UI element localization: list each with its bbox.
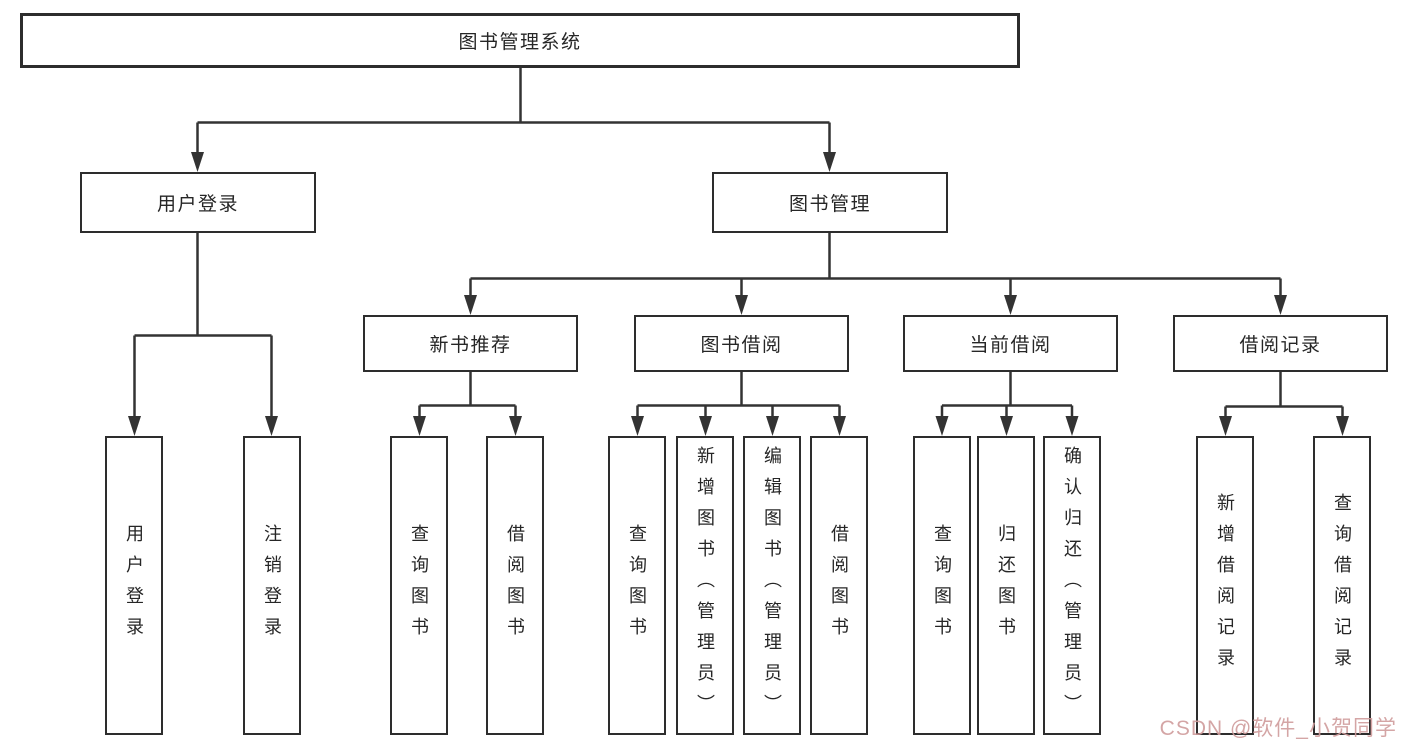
node-leaf-query-books: 查询图书 [913, 436, 971, 735]
node-leaf-query-borrow-record: 查询借阅记录 [1313, 436, 1371, 735]
node-leaf-user-login: 用户登录 [105, 436, 163, 735]
node-l3-borrow-records: 借阅记录 [1173, 315, 1388, 372]
node-label: 查询图书 [627, 523, 647, 648]
node-l2-user-login: 用户登录 [80, 172, 316, 233]
watermark: CSDN @软件_小贺同学 [1159, 717, 1397, 740]
node-leaf-confirm-return-admin: 确认归还（管理员） [1043, 436, 1101, 735]
node-leaf-add-borrow-record: 新增借阅记录 [1196, 436, 1254, 735]
node-l2-book-management: 图书管理 [712, 172, 948, 233]
node-label: 借阅记录 [1239, 335, 1322, 356]
node-l3-book-borrow: 图书借阅 [634, 315, 849, 372]
node-label: 确认归还（管理员） [1062, 446, 1082, 725]
node-label: 查询图书 [409, 523, 429, 648]
node-label: 注销登录 [262, 523, 282, 648]
node-label: 新书推荐 [429, 335, 512, 356]
node-leaf-edit-book-admin: 编辑图书（管理员） [743, 436, 801, 735]
node-label: 图书管理 [788, 194, 871, 215]
node-leaf-add-book-admin: 新增图书（管理员） [676, 436, 734, 735]
arrowheads [128, 152, 1349, 436]
node-root-library-management-system: 图书管理系统 [20, 13, 1020, 68]
node-leaf-borrow-books: 借阅图书 [486, 436, 544, 735]
node-l3-new-book-recommend: 新书推荐 [363, 315, 578, 372]
node-l3-current-borrow: 当前借阅 [903, 315, 1118, 372]
node-label: 图书借阅 [700, 335, 783, 356]
node-leaf-borrow-books: 借阅图书 [810, 436, 868, 735]
node-label: 用户登录 [156, 194, 239, 215]
node-label: 当前借阅 [969, 335, 1052, 356]
node-label: 新增借阅记录 [1215, 492, 1235, 679]
node-label: 新增图书（管理员） [695, 446, 715, 725]
node-label: 用户登录 [124, 523, 144, 648]
node-leaf-logout: 注销登录 [243, 436, 301, 735]
node-label: 借阅图书 [505, 523, 525, 648]
node-label: 查询借阅记录 [1332, 492, 1352, 679]
node-label: 归还图书 [996, 523, 1016, 648]
node-leaf-query-books: 查询图书 [390, 436, 448, 735]
node-label: 借阅图书 [829, 523, 849, 648]
node-label: 编辑图书（管理员） [762, 446, 782, 725]
node-leaf-return-books: 归还图书 [977, 436, 1035, 735]
node-label: 图书管理系统 [458, 32, 582, 53]
node-label: 查询图书 [932, 523, 952, 648]
node-leaf-query-books: 查询图书 [608, 436, 666, 735]
